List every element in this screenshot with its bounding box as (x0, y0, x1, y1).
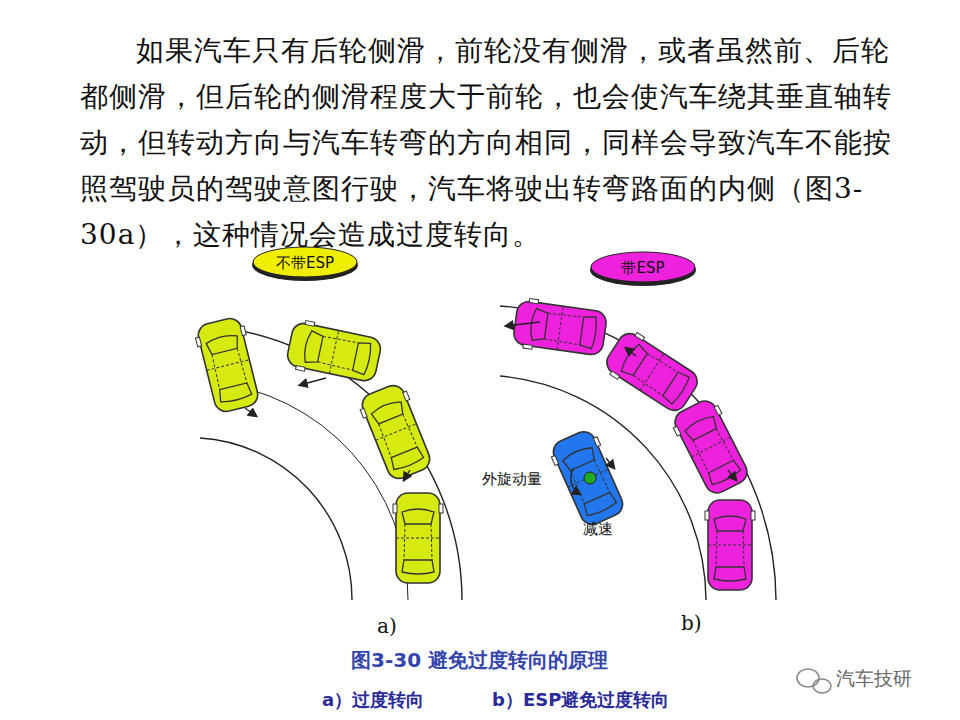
ellipse-tag: 带ESP (589, 250, 697, 286)
yaw-center (584, 472, 596, 484)
callout-text: 外旋动量 (482, 470, 542, 489)
tag-text: 不带ESP (251, 254, 359, 273)
body-paragraph: 如果汽车只有后轮侧滑，前轮没有侧滑，或者虽然前、后轮都侧滑，但后轮的侧滑程度大于… (80, 28, 895, 258)
watermark-icon (797, 669, 831, 693)
yaw-arrow (571, 468, 580, 494)
car-esp (512, 297, 755, 590)
subfigure-label: b) (681, 611, 702, 635)
tag-text: 带ESP (589, 259, 697, 278)
travel-arrows-right (506, 322, 736, 480)
car-no-esp (193, 315, 443, 583)
sub-caption: a）过度转向 (322, 688, 424, 712)
slide-arrows-left (245, 378, 410, 480)
road-right (500, 306, 776, 600)
subfigure-label: a) (377, 614, 397, 638)
watermark: 汽车技研 (836, 666, 912, 692)
sub-caption: b）ESP避免过度转向 (492, 688, 669, 712)
car-blue (547, 427, 629, 530)
ellipse-tag: 不带ESP (251, 245, 359, 281)
figure-caption: 图3-30 避免过度转向的原理 (351, 647, 608, 674)
brake-arrow (606, 458, 614, 468)
callout-text: 减速 (583, 520, 613, 539)
